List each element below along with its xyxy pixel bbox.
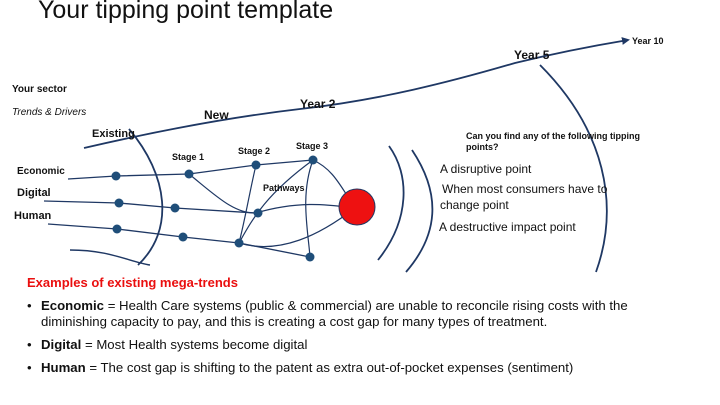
node bbox=[114, 198, 124, 208]
bullet-dot: • bbox=[27, 298, 32, 313]
sector-label: Your sector bbox=[12, 84, 67, 95]
year5-boundary-arc bbox=[539, 64, 608, 273]
node bbox=[178, 232, 188, 242]
mega-trend-list: • Economic = Health Care systems (public … bbox=[24, 298, 684, 383]
year10-label: Year 10 bbox=[632, 36, 664, 46]
pathways-label: Pathways bbox=[263, 183, 305, 193]
list-item: • Human = The cost gap is shifting to the… bbox=[24, 360, 684, 376]
bullet-term: Digital bbox=[41, 337, 82, 352]
existing-label: Existing bbox=[92, 128, 135, 140]
bullet-term: Human bbox=[41, 360, 86, 375]
tipping-boundary-arc-2 bbox=[405, 149, 434, 273]
node bbox=[305, 252, 315, 262]
pathway-curve-5 bbox=[305, 159, 314, 258]
node bbox=[112, 224, 122, 234]
tipping-point-item: change point bbox=[440, 198, 509, 212]
node bbox=[234, 238, 244, 248]
examples-heading: Examples of existing mega-trends bbox=[27, 275, 238, 290]
bullet-term: Economic bbox=[41, 298, 105, 313]
pathway-curve-2 bbox=[238, 159, 314, 244]
year5-label: Year 5 bbox=[514, 48, 550, 62]
tipping-point-item: A destructive impact point bbox=[439, 220, 576, 234]
bullet-text: = Most Health systems become digital bbox=[81, 337, 308, 352]
tipping-question: Can you find any of the following tippin… bbox=[466, 131, 640, 152]
driver-label-human: Human bbox=[14, 210, 52, 222]
stage3-label: Stage 3 bbox=[296, 141, 329, 151]
driver-nodes bbox=[111, 155, 318, 262]
node bbox=[251, 160, 261, 170]
bullet-text: = Health Care systems (public & commerci… bbox=[41, 298, 628, 329]
existing-boundary-arc bbox=[128, 128, 164, 266]
digital-line bbox=[43, 200, 356, 214]
stage2-label: Stage 2 bbox=[238, 146, 271, 156]
node bbox=[308, 155, 318, 165]
new-label: New bbox=[204, 108, 229, 122]
tipping-point-item: A disruptive point bbox=[440, 162, 532, 176]
trends-label: Trends & Drivers bbox=[12, 107, 87, 118]
node bbox=[184, 169, 194, 179]
slide-title: Your tipping point template bbox=[38, 0, 334, 24]
bottom-wave bbox=[69, 249, 151, 266]
pathway-curve-3 bbox=[238, 164, 257, 244]
timeline-curve bbox=[83, 37, 630, 149]
pathway-curve-1 bbox=[188, 173, 259, 214]
year2-label: Year 2 bbox=[300, 97, 336, 111]
node bbox=[111, 171, 121, 181]
bullet-dot: • bbox=[27, 360, 32, 375]
tipping-point-circle bbox=[338, 188, 376, 226]
tipping-boundary-arc-1 bbox=[377, 145, 405, 261]
bullet-text: = The cost gap is shifting to the patent… bbox=[85, 360, 574, 375]
driver-label-digital: Digital bbox=[17, 187, 51, 199]
bullet-dot: • bbox=[27, 337, 32, 352]
node bbox=[253, 208, 263, 218]
human-line bbox=[47, 223, 311, 258]
driver-label-economic: Economic bbox=[17, 166, 65, 177]
tipping-point-item: When most consumers have to bbox=[442, 182, 608, 196]
stage1-label: Stage 1 bbox=[172, 152, 205, 162]
node bbox=[170, 203, 180, 213]
list-item: • Digital = Most Health systems become di… bbox=[24, 337, 684, 353]
list-item: • Economic = Health Care systems (public … bbox=[24, 298, 684, 330]
